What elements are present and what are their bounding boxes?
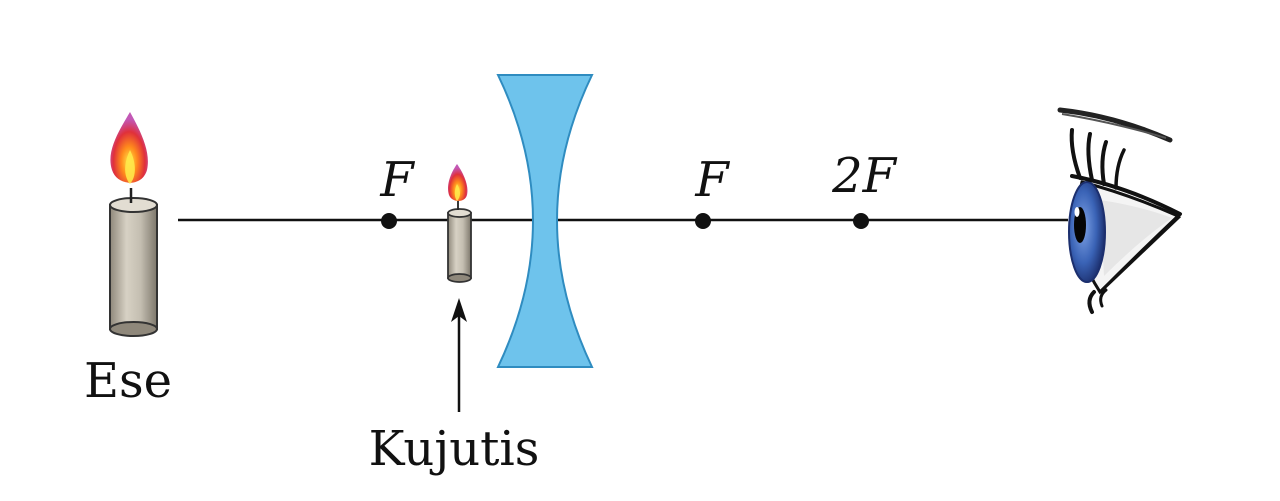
focal-label-left: F bbox=[379, 152, 415, 208]
focal-point-left bbox=[381, 213, 397, 229]
focal-point-right bbox=[695, 213, 711, 229]
eye-icon bbox=[1057, 107, 1182, 314]
double-focal-label-right: 2F bbox=[831, 148, 898, 204]
object-candle-icon bbox=[109, 112, 158, 337]
image-label: Kujutis bbox=[369, 421, 540, 477]
image-pointer-arrow bbox=[451, 298, 467, 412]
image-candle-icon bbox=[447, 164, 472, 283]
double-focal-point-right bbox=[853, 213, 869, 229]
object-label: Ese bbox=[84, 353, 172, 409]
focal-label-right: F bbox=[694, 152, 730, 208]
concave-lens bbox=[496, 74, 594, 368]
